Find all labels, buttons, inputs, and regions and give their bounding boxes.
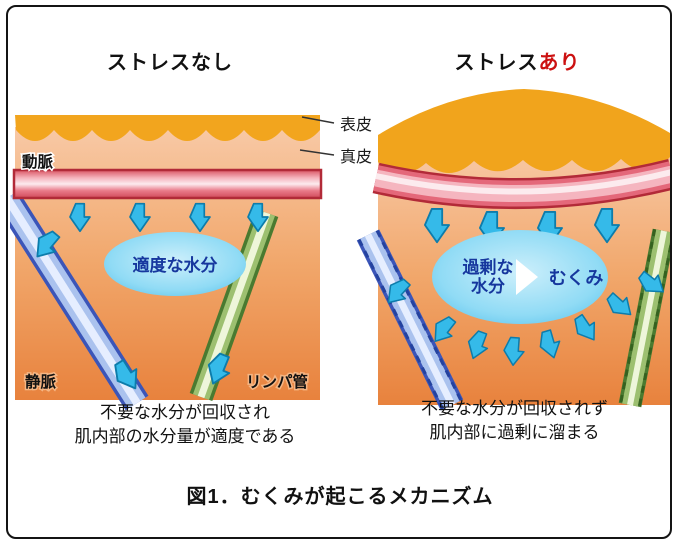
lymph-vessel-leaky [618,228,670,408]
artery-vessel [12,168,323,200]
water-bubble-label: 適度な水分 [133,255,218,275]
panel-right-caption: 不要な水分が回収されず 肌内部に過剰に溜まる [372,397,657,445]
bubble-excess-line2: 水分 [471,276,505,296]
bubble-result-label: むくみ [549,268,604,288]
vein-vessel-leaky [356,229,464,411]
dermis-label: 真皮 [340,148,372,166]
vein-label: 静脈 [25,372,57,391]
panel-left-caption: 不要な水分が回収され 肌内部の水分量が適度である [25,401,345,449]
epidermis-layer [15,115,320,141]
panel-left-title: ストレスなし [107,52,233,74]
bubble-excess-line1: 過剰な [463,258,514,277]
epidermis-layer [378,89,670,174]
panel-right-diagram: 過剰な 水分 むくみ [356,89,670,411]
dermis-pointer-line [299,149,335,156]
layer-labels: 表皮 真皮 [299,116,372,166]
figure-caption: 図1．むくみが起こるメカニズム [186,486,494,508]
water-bubble [104,232,246,296]
panel-right-title-prefix: ストレス [454,52,539,74]
caption-line: 不要な水分が回収され [100,403,270,422]
caption-line: 肌内部に過剰に溜まる [429,422,600,442]
epidermis-label: 表皮 [340,116,372,134]
diagram-canvas: 適度な水分 動脈 静脈 リンパ管 [10,89,670,411]
epidermis-pointer-line [301,116,335,124]
panel-left-diagram: 適度な水分 動脈 静脈 リンパ管 [10,115,323,411]
bubble-arrow-icon [516,259,538,295]
panel-right-title: ストレスあり [400,46,635,75]
panel-right-title-highlight: あり [538,52,581,74]
artery-vessel [372,158,670,210]
figure-border [6,5,672,539]
caption-line: 不要な水分が回収されず [421,399,608,418]
lymph-label: リンパ管 [246,372,308,391]
caption-line: 肌内部の水分量が適度である [74,426,296,446]
artery-label: 動脈 [22,152,54,171]
